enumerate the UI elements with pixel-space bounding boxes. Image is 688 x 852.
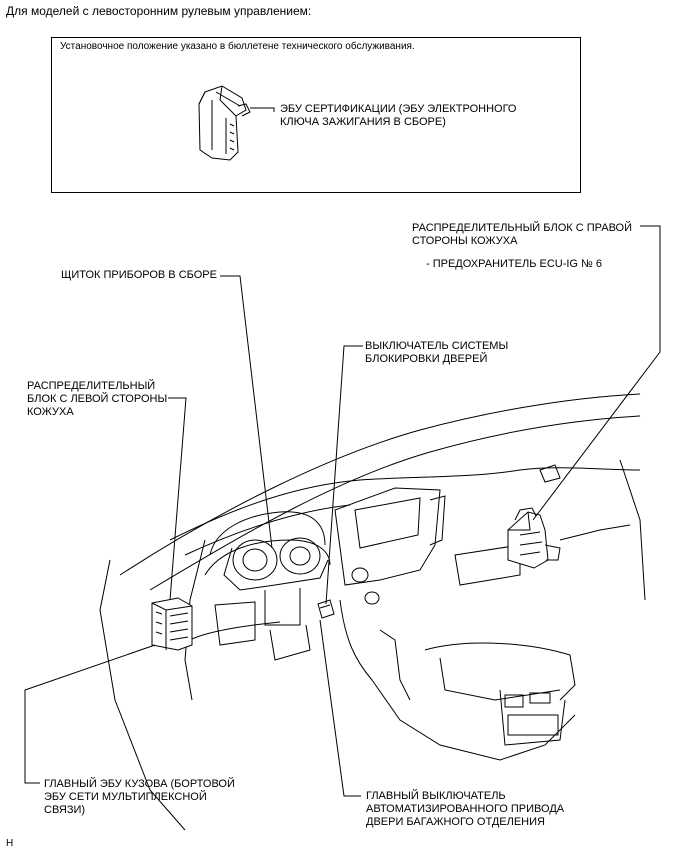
leader-instrument-cluster xyxy=(220,275,273,549)
label-left-junction-block: РАСПРЕДЕЛИТЕЛЬНЫЙ БЛОК С ЛЕВОЙ СТОРОНЫ К… xyxy=(27,380,168,418)
leader-door-lock-switch xyxy=(325,345,363,605)
certification-ecu-drawing xyxy=(198,85,251,161)
inset-box: Установочное положение указано в бюллете… xyxy=(51,37,581,193)
inset-note: Установочное положение указано в бюллете… xyxy=(60,41,415,52)
leader-certification-ecu xyxy=(250,107,275,112)
label-certification-ecu: ЭБУ СЕРТИФИКАЦИИ (ЭБУ ЭЛЕКТРОННОГО КЛЮЧА… xyxy=(280,103,517,128)
leader-left-junction-block xyxy=(168,397,187,601)
label-instrument-cluster: ЩИТОК ПРИБОРОВ В СБОРЕ xyxy=(61,269,217,281)
leader-right-junction-block xyxy=(532,225,661,521)
leader-main-body-ecu xyxy=(24,644,156,784)
dashboard-drawing xyxy=(99,393,646,831)
leader-back-door-switch xyxy=(319,619,361,797)
right-junction-block-drawing xyxy=(507,507,561,569)
page-heading: Для моделей с левосторонним рулевым упра… xyxy=(6,4,312,18)
label-right-junction-fuse: - ПРЕДОХРАНИТЕЛЬ ECU-IG № 6 xyxy=(426,258,603,270)
label-door-lock-switch: ВЫКЛЮЧАТЕЛЬ СИСТЕМЫ БЛОКИРОВКИ ДВЕРЕЙ xyxy=(365,340,509,365)
left-junction-block-drawing xyxy=(151,597,193,651)
label-back-door-switch: ГЛАВНЫЙ ВЫКЛЮЧАТЕЛЬ АВТОМАТИЗИРОВАННОГО … xyxy=(366,790,565,828)
figure-code: H xyxy=(6,838,14,849)
label-right-junction-block: РАСПРЕДЕЛИТЕЛЬНЫЙ БЛОК С ПРАВОЙ СТОРОНЫ … xyxy=(412,222,633,247)
label-main-body-ecu: ГЛАВНЫЙ ЭБУ КУЗОВА (БОРТОВОЙ ЭБУ СЕТИ МУ… xyxy=(44,778,235,816)
